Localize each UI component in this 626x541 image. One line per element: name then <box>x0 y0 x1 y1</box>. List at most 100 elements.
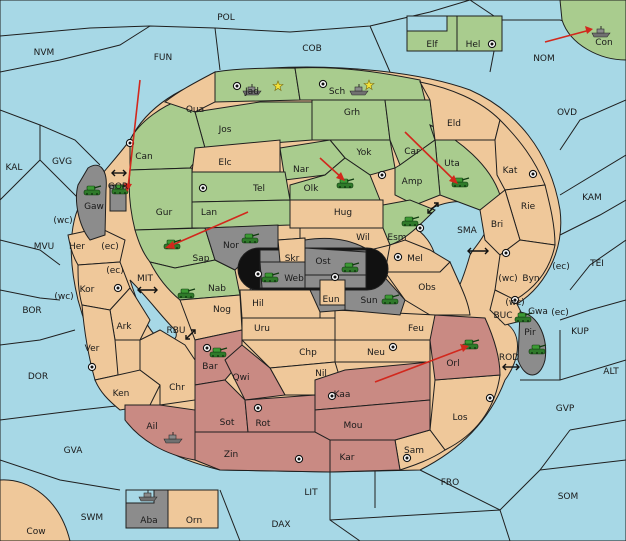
label-con: Con <box>595 38 613 48</box>
label-kup: KUP <box>571 327 589 337</box>
label-wc3: (wc) <box>54 292 73 302</box>
label-ec1: (ec) <box>101 242 119 252</box>
label-yok: Yok <box>355 148 372 158</box>
label-hel: Hel <box>466 40 481 50</box>
label-dax: DAX <box>271 520 290 530</box>
label-buc: BUC <box>493 311 512 321</box>
label-alt: ALT <box>603 367 619 377</box>
label-gvp: GVP <box>556 404 575 414</box>
label-nab: Nab <box>208 284 226 294</box>
territory-qua[interactable] <box>163 71 216 113</box>
label-olk: Olk <box>304 184 320 194</box>
label-neu: Neu <box>367 348 385 358</box>
label-her: Her <box>69 242 85 252</box>
label-som: SOM <box>558 492 579 502</box>
label-ken: Ken <box>113 389 130 399</box>
label-lan: Lan <box>201 208 217 218</box>
label-gor: GOR <box>108 182 128 192</box>
label-rbu: RBU <box>166 326 185 336</box>
label-bri: Bri <box>491 220 503 230</box>
label-fun: FUN <box>154 53 173 63</box>
label-lit: LIT <box>304 488 318 498</box>
label-obs: Obs <box>418 283 436 293</box>
label-wc1: (wc) <box>53 216 72 226</box>
label-kal: KAL <box>6 163 23 173</box>
label-mit: MIT <box>137 274 153 284</box>
label-uta: Uta <box>444 159 460 169</box>
label-tei: TEI <box>589 259 604 269</box>
land-labels: Elf Hel Con Jad Sch Qua Grh Jos Eld Can … <box>26 38 612 537</box>
label-nom: NOM <box>533 54 555 64</box>
order-arrows <box>124 26 593 383</box>
territory-eld[interactable] <box>419 81 501 141</box>
territory-her[interactable] <box>67 227 126 266</box>
territory-gaw[interactable] <box>76 164 107 241</box>
label-wil: Wil <box>356 233 370 243</box>
label-wc4: (wc) <box>505 298 524 308</box>
sc-bar <box>202 343 212 353</box>
label-gaw: Gaw <box>84 202 104 212</box>
territory-ver[interactable] <box>81 304 119 381</box>
label-feu: Feu <box>408 324 424 334</box>
label-qwi: Qwi <box>233 373 250 383</box>
label-nor: Nor <box>223 241 239 251</box>
sc-jad <box>232 81 242 91</box>
label-orl: Orl <box>446 359 459 369</box>
label-ovd: OVD <box>557 108 577 118</box>
label-nil: Nil <box>315 369 327 379</box>
label-kam: KAM <box>582 193 602 203</box>
label-ark: Ark <box>116 322 132 332</box>
label-ec2: (ec) <box>552 262 570 272</box>
sc-kor <box>113 283 123 293</box>
label-ec3: (ec) <box>106 266 124 276</box>
sc-sch <box>318 79 328 89</box>
sc-hel <box>487 39 497 49</box>
sc-rot <box>253 403 263 413</box>
label-mvu: MVU <box>34 242 55 252</box>
sc-ost <box>330 272 340 282</box>
label-nog: Nog <box>213 305 231 315</box>
label-uru: Uru <box>254 324 270 334</box>
territory-grh[interactable] <box>311 99 391 141</box>
sc-kat <box>528 169 538 179</box>
label-elc: Elc <box>218 158 231 168</box>
territory-elc[interactable] <box>191 139 281 173</box>
territory-obs[interactable] <box>384 261 471 316</box>
label-bar: Bar <box>202 362 218 372</box>
label-wc2: (wc) <box>498 274 517 284</box>
sc-mel <box>393 252 403 262</box>
label-can: Can <box>135 152 153 162</box>
label-aba: Aba <box>140 516 157 526</box>
label-hug: Hug <box>334 208 352 218</box>
label-gva: GVA <box>64 446 84 456</box>
territory-orn[interactable] <box>167 489 219 529</box>
label-fro: FRO <box>441 478 460 488</box>
territory-gur[interactable] <box>128 167 193 231</box>
label-kaa: Kaa <box>334 390 351 400</box>
passage-arrows <box>111 169 520 371</box>
label-pol: POL <box>217 13 235 23</box>
label-sma: SMA <box>457 226 477 236</box>
territory-zin[interactable] <box>194 431 331 473</box>
label-nar: Nar <box>293 165 309 175</box>
label-eun: Eun <box>322 295 339 305</box>
elf-notch <box>406 15 448 32</box>
label-ail: Ail <box>146 422 157 432</box>
label-esm: Esm <box>387 233 406 243</box>
label-gvg: GVG <box>52 157 72 167</box>
sea-labels: POL NVM FUN COB NOM OVD KAL GVG KAM SMA … <box>6 13 620 530</box>
label-ost: Ost <box>315 257 331 267</box>
sc-yok <box>377 170 387 180</box>
sc-zin <box>294 454 304 464</box>
territory-kar[interactable] <box>329 439 401 473</box>
territory-qwi[interactable] <box>224 344 286 401</box>
territory-jos[interactable] <box>194 101 313 149</box>
label-car: Car <box>404 147 420 157</box>
label-dor: DOR <box>28 372 48 382</box>
label-gwa: Gwa <box>528 307 548 317</box>
label-sap: Sap <box>193 254 210 264</box>
label-gur: Gur <box>156 208 173 218</box>
territory-pir[interactable] <box>517 311 547 376</box>
